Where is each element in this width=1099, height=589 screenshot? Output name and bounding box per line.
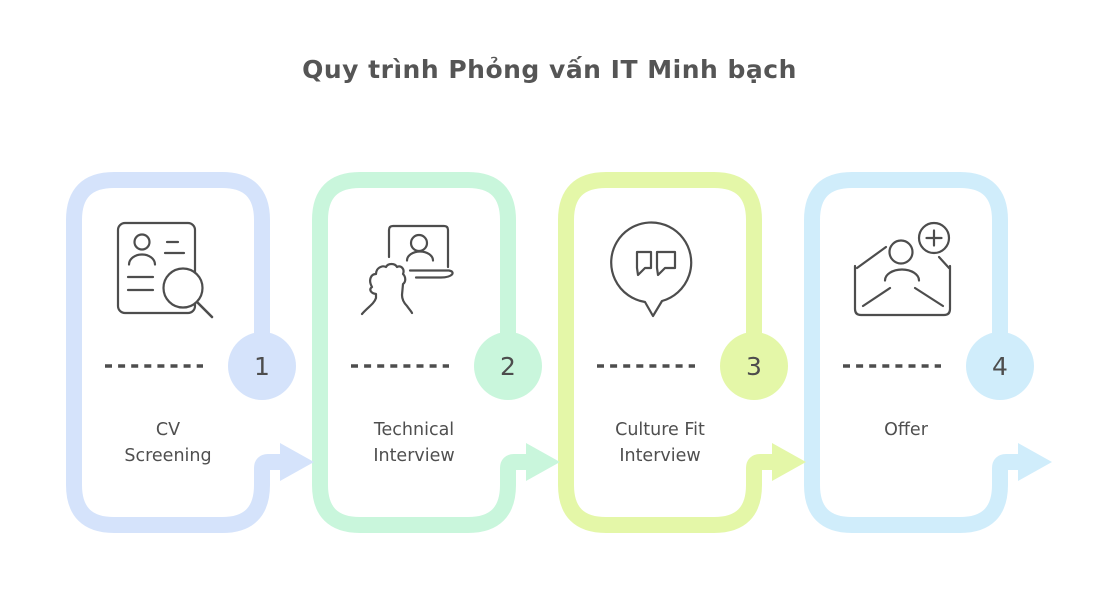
- card-border-and-flow-line: [804, 172, 1022, 533]
- step-label: Offer: [884, 420, 928, 440]
- card-border-and-flow-line: [558, 172, 776, 533]
- step-number-badge: [474, 332, 542, 400]
- step-number-badge: [966, 332, 1034, 400]
- step-card-technical-interview: 2 Technical Interview: [312, 172, 562, 533]
- step-label: CV Screening: [124, 420, 212, 466]
- step-card-culture-fit-interview: 3 Culture Fit Interview: [558, 172, 808, 533]
- offer-envelope-add-icon: [853, 221, 952, 317]
- step-card-cv-screening: 1 CV Screening: [66, 172, 316, 533]
- flow-arrow-icon: [526, 443, 560, 481]
- chat-quotes-icon: [610, 221, 693, 318]
- flow-arrow-icon: [772, 443, 806, 481]
- diagram-title: Quy trình Phỏng vấn IT Minh bạch: [302, 55, 797, 84]
- card-border-and-flow-line: [312, 172, 530, 533]
- step-number-badge: [228, 332, 296, 400]
- step-number: 2: [500, 351, 516, 381]
- step-number: 4: [992, 351, 1008, 381]
- cv-search-icon: [116, 221, 214, 319]
- step-card-offer: 4 Offer: [804, 172, 1054, 533]
- step-label: Culture Fit Interview: [615, 420, 705, 466]
- card-border-and-flow-line: [66, 172, 284, 533]
- flow-arrow-icon: [280, 443, 314, 481]
- flow-arrow-icon: [1018, 443, 1052, 481]
- video-call-interview-icon: [360, 224, 454, 316]
- step-number-badge: [720, 332, 788, 400]
- step-number: 1: [254, 351, 270, 381]
- step-number: 3: [746, 351, 762, 381]
- step-label: Technical Interview: [373, 420, 455, 466]
